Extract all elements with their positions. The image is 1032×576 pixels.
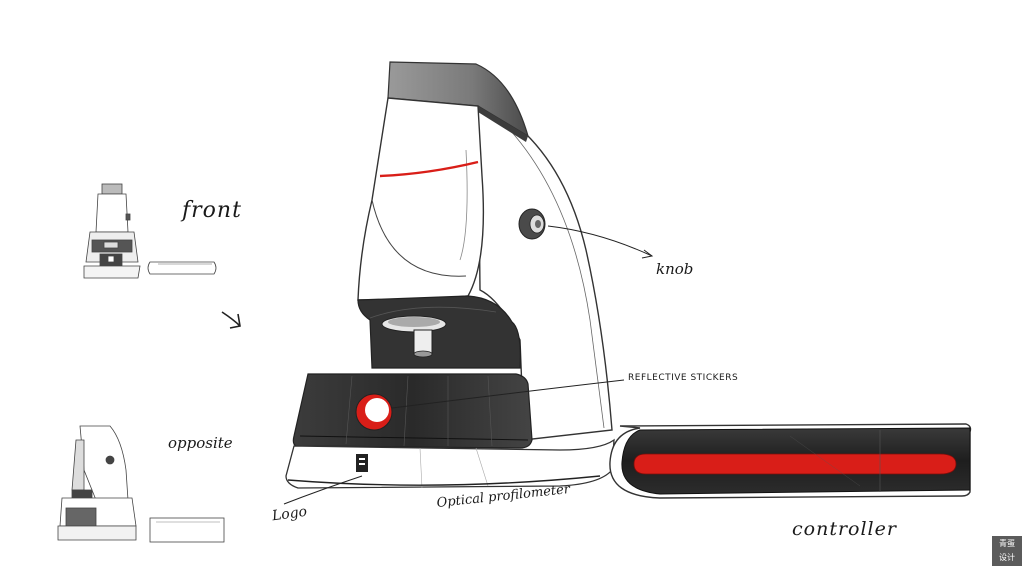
controller-red-strip: [633, 453, 957, 475]
stickers-leader-line: [391, 379, 625, 409]
red-accent-line: [379, 160, 479, 178]
opposite-view-sketch: [57, 425, 225, 543]
label-reflective-stickers: REFLECTIVE STICKERS: [628, 373, 739, 383]
optical-profilometer-main: [285, 61, 615, 489]
base-plinth: [285, 438, 615, 489]
watermark-logo: 青蛋设计: [992, 536, 1022, 566]
controller-device: [609, 423, 972, 499]
label-controller: controller: [792, 518, 897, 540]
hand-drawn-arrow: [221, 311, 241, 329]
base-dark-band: [292, 373, 533, 449]
front-view-sketch: [83, 183, 217, 279]
knob-leader-line: [547, 225, 653, 257]
label-knob: knob: [656, 260, 694, 278]
label-front: front: [182, 198, 242, 223]
objective-lens: [381, 315, 447, 358]
knob: [518, 208, 546, 240]
logo-leader-line: [283, 475, 363, 505]
front-column: [357, 97, 485, 301]
stage-arch: [357, 295, 521, 369]
label-opposite: opposite: [168, 434, 233, 452]
top-cap: [387, 61, 529, 138]
reflective-sticker: [355, 393, 393, 431]
